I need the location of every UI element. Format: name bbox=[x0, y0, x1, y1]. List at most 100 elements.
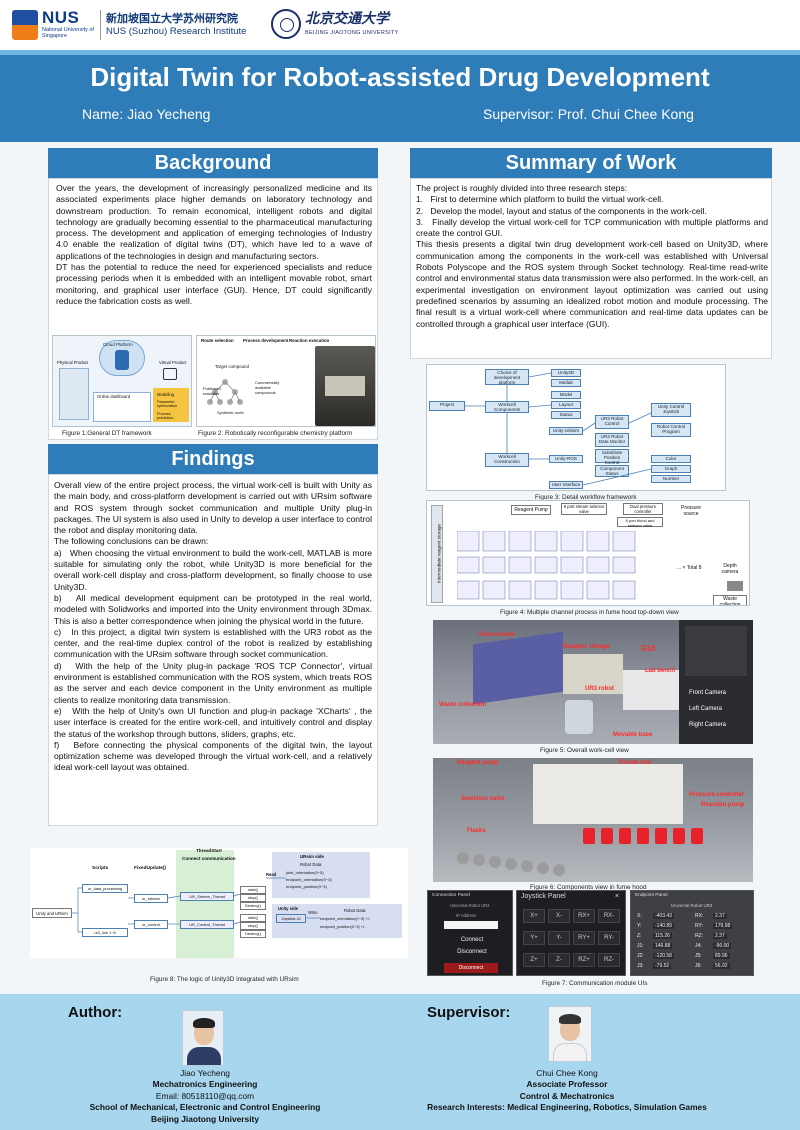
endpoint-orientation-label: endpoint_orientation(0~3) bbox=[286, 877, 332, 882]
node-unity-urbsim: Unity-Urbsim bbox=[549, 427, 583, 435]
database-icon bbox=[115, 350, 129, 370]
connection-panel-title: Connection Panel bbox=[432, 893, 470, 898]
thread-start-label: ThreadStart bbox=[196, 848, 222, 853]
disconnect-button[interactable]: Disconnect bbox=[457, 949, 487, 955]
finding-e: e) With the help of Unity's own UI funct… bbox=[54, 705, 372, 739]
lab-bench-label: Lab bench bbox=[645, 668, 676, 674]
figure-6-components-view: Reagent pump Pocket tool Selectors valve… bbox=[433, 758, 753, 882]
author-university: Beijing Jiaotong University bbox=[151, 1113, 259, 1124]
joystick-panel-title: Joystick Panel bbox=[521, 893, 566, 900]
finding-c: c) In this project, a digital twin syste… bbox=[54, 626, 372, 660]
summary-lead: The project is roughly divided into thre… bbox=[416, 183, 628, 193]
flasks-label: Flasks bbox=[467, 828, 486, 834]
node-platform-choice: Choice of development platform bbox=[485, 369, 529, 385]
control-thread-box: UR_Control_Thread bbox=[180, 920, 234, 929]
online-dashboard-box bbox=[93, 392, 151, 422]
robot-data-label-1: Robot Data: bbox=[300, 862, 323, 867]
gui-side-panel: Front Camera Left Camera Right Camera bbox=[679, 620, 753, 744]
published-reactions-label: Published reactions bbox=[203, 386, 221, 396]
node-construction: Workcell Construction bbox=[485, 453, 529, 467]
joystick-button-ry-minusplus[interactable]: RY+ bbox=[573, 931, 595, 945]
summary-step-3: 3. Finally develop the virtual work-cell… bbox=[416, 216, 768, 239]
figure-1-caption: Figure 1:General DT framework bbox=[62, 430, 152, 437]
joystick-button-x-minus[interactable]: X- bbox=[548, 909, 570, 923]
channel-grid-graphic bbox=[456, 530, 636, 600]
joystick-button-y-minusplus[interactable]: Y+ bbox=[523, 931, 545, 945]
endpoint-value-1-1: -140.89 bbox=[653, 923, 674, 929]
joystick-button-rx-minusplus[interactable]: RX+ bbox=[573, 909, 595, 923]
disconnect-red-button[interactable]: Disconnect bbox=[444, 963, 498, 973]
front-camera-button[interactable]: Front Camera bbox=[689, 690, 727, 696]
endpoint-value-5-3: 56.92 bbox=[713, 963, 730, 969]
background-paragraph-1: Over the years, the development of incre… bbox=[56, 183, 372, 261]
finding-a: a) When choosing the virtual environment… bbox=[54, 547, 372, 592]
joystick-panel: Joystick Panel × X+X-RX+RX- Y+Y-RY+RY- Z+Z… bbox=[516, 890, 626, 976]
joystick-button-ry-minus[interactable]: RY- bbox=[598, 931, 620, 945]
fume-hoods-label: Fume hoods bbox=[479, 632, 515, 638]
pocket-tool-label: Pocket tool bbox=[619, 760, 652, 766]
joystick-button-y-minus[interactable]: Y- bbox=[548, 931, 570, 945]
endpoint-label-0-2: RX: bbox=[695, 913, 704, 919]
joystick-ui-box: Joystick UI bbox=[276, 914, 306, 923]
node-number: Number bbox=[651, 475, 691, 483]
supervisor-photo-body bbox=[553, 1043, 587, 1061]
endpoint-label-3-2: J4: bbox=[695, 943, 702, 949]
joystick-button-z-minusplus[interactable]: Z+ bbox=[523, 953, 545, 967]
physical-product-box bbox=[59, 368, 89, 420]
author-photo-hair bbox=[193, 1018, 215, 1028]
fixed-update-label: FixedUpdate() bbox=[134, 866, 166, 871]
process-development-label: Process development bbox=[243, 338, 289, 343]
unity-urbsim-box: Unity and URsim bbox=[32, 908, 72, 918]
endpoint-value-0-3: 2.37 bbox=[713, 913, 727, 919]
name-line: Name: Jiao Yecheng bbox=[82, 106, 211, 122]
read-label: Read bbox=[266, 872, 277, 877]
endpoint-label-1-2: RY: bbox=[695, 923, 703, 929]
modeling-label: Modeling bbox=[157, 392, 174, 397]
route-selection-label: Route selection bbox=[201, 338, 234, 343]
institute-name-cn: 新加坡国立大学苏州研究院 bbox=[106, 12, 238, 25]
gui-label: GUI bbox=[641, 644, 656, 653]
joystick-button-rz-minus[interactable]: RZ- bbox=[598, 953, 620, 967]
node-status: Status bbox=[551, 411, 581, 419]
reagent-storage-shape bbox=[563, 654, 623, 694]
ur3-robot-label: UR3 robot bbox=[585, 686, 614, 692]
ip-address-input[interactable] bbox=[444, 921, 498, 929]
node-project: Project bbox=[429, 401, 465, 411]
finding-d: d) With the help of the Unity plug-in pa… bbox=[54, 660, 372, 705]
ur-data-processing-box: ur_data_processing bbox=[82, 884, 128, 893]
joystick-button-rz-minusplus[interactable]: RZ+ bbox=[573, 953, 595, 967]
process-prediction-label: Process prediction bbox=[157, 412, 174, 420]
endpoint-position-write-label: endpoint_position(0~3) +/- bbox=[320, 924, 366, 929]
close-icon[interactable]: × bbox=[615, 893, 620, 900]
supervisor-line: Supervisor: Prof. Chui Chee Kong bbox=[483, 106, 694, 122]
parameter-optimization-label: Parameter optimization bbox=[157, 400, 178, 408]
author-email: Email: 80518110@qq.com bbox=[155, 1090, 255, 1101]
nus-logo-subtitle: National University of Singapore bbox=[42, 27, 94, 39]
author-heading: Author: bbox=[68, 1004, 123, 1021]
supervisor-heading: Supervisor: bbox=[427, 1004, 511, 1021]
target-compound-label: Target compound bbox=[215, 364, 249, 369]
figure-7-caption: Figure 7: Communication module UIs bbox=[542, 980, 648, 987]
figure-5-caption: Figure 5: Overall work-cell view bbox=[540, 747, 629, 754]
synthesis-tree-graphic bbox=[205, 378, 245, 408]
endpoint-label-0-0: X: bbox=[637, 913, 642, 919]
supervisor-photo bbox=[548, 1006, 592, 1062]
left-camera-button[interactable]: Left Camera bbox=[689, 706, 723, 712]
node-layout: Layout bbox=[551, 401, 581, 409]
stream-thread-box: UR_Stream_Thread bbox=[180, 892, 234, 901]
endpoint-panel-subtitle: Universal Robot UR3 bbox=[671, 903, 713, 908]
joystick-button-rx-minus[interactable]: RX- bbox=[598, 909, 620, 923]
joystick-button-x-minusplus[interactable]: X+ bbox=[523, 909, 545, 923]
joystick-button-z-minus[interactable]: Z- bbox=[548, 953, 570, 967]
channel-grid bbox=[456, 530, 667, 603]
supervisor-dept: Control & Mechatronics bbox=[519, 1090, 615, 1101]
background-paragraph-2: DT has the potential to reduce the need … bbox=[56, 262, 372, 306]
right-camera-button[interactable]: Right Camera bbox=[689, 722, 727, 728]
connect-button[interactable]: Connect bbox=[460, 937, 484, 943]
figure-4-caption: Figure 4: Multiple channel process in fu… bbox=[500, 609, 679, 616]
supervisor-title: Associate Professor bbox=[526, 1079, 608, 1090]
endpoint-label-4-0: J2: bbox=[637, 953, 644, 959]
institute-name-en: NUS (Suzhou) Research Institute bbox=[106, 26, 247, 37]
selector-valve-box: 8 port stream selector valve bbox=[561, 503, 607, 515]
endpoint-value-4-1: -120.58 bbox=[653, 953, 674, 959]
